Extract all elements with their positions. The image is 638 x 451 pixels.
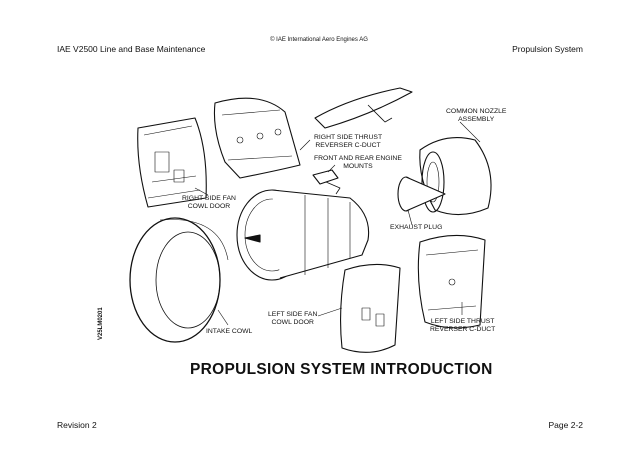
figure-title: PROPULSION SYSTEM INTRODUCTION	[190, 361, 493, 378]
right-fan-cowl-door-drawing	[137, 117, 207, 208]
exhaust-plug-drawing	[397, 176, 446, 212]
engine-mounts-drawing	[312, 169, 341, 195]
common-nozzle-drawing	[419, 137, 492, 216]
figure-id: V25LM0201	[98, 307, 104, 340]
header-document-title: IAE V2500 Line and Base Maintenance	[57, 44, 206, 54]
pylon-drawing	[314, 87, 413, 129]
copyright-notice: © IAE International Aero Engines AG	[270, 37, 368, 43]
engine-core-drawing	[236, 189, 370, 281]
label-engine-mounts: FRONT AND REAR ENGINE MOUNTS	[314, 155, 402, 170]
propulsion-system-illustration	[129, 87, 492, 353]
label-left-fan-cowl-door: LEFT SIDE FAN COWL DOOR	[268, 311, 318, 326]
footer-revision: Revision 2	[57, 420, 97, 430]
label-right-thrust-reverser: RIGHT SIDE THRUST REVERSER C-DUCT	[314, 134, 383, 149]
footer-page-number: Page 2-2	[548, 420, 584, 430]
label-left-thrust-reverser: LEFT SIDE THRUST REVERSER C-DUCT	[430, 318, 496, 333]
label-exhaust-plug: EXHAUST PLUG	[390, 224, 443, 231]
intake-cowl-drawing	[129, 217, 229, 343]
label-common-nozzle: COMMON NOZZLE ASSEMBLY	[446, 108, 507, 123]
right-thrust-reverser-drawing	[213, 97, 301, 179]
left-thrust-reverser-drawing	[417, 234, 486, 329]
label-intake-cowl: INTAKE COWL	[206, 328, 253, 335]
header-chapter-title: Propulsion System	[512, 44, 583, 54]
left-fan-cowl-door-drawing	[340, 263, 401, 353]
label-right-fan-cowl-door: RIGHT SIDE FAN COWL DOOR	[182, 195, 236, 210]
